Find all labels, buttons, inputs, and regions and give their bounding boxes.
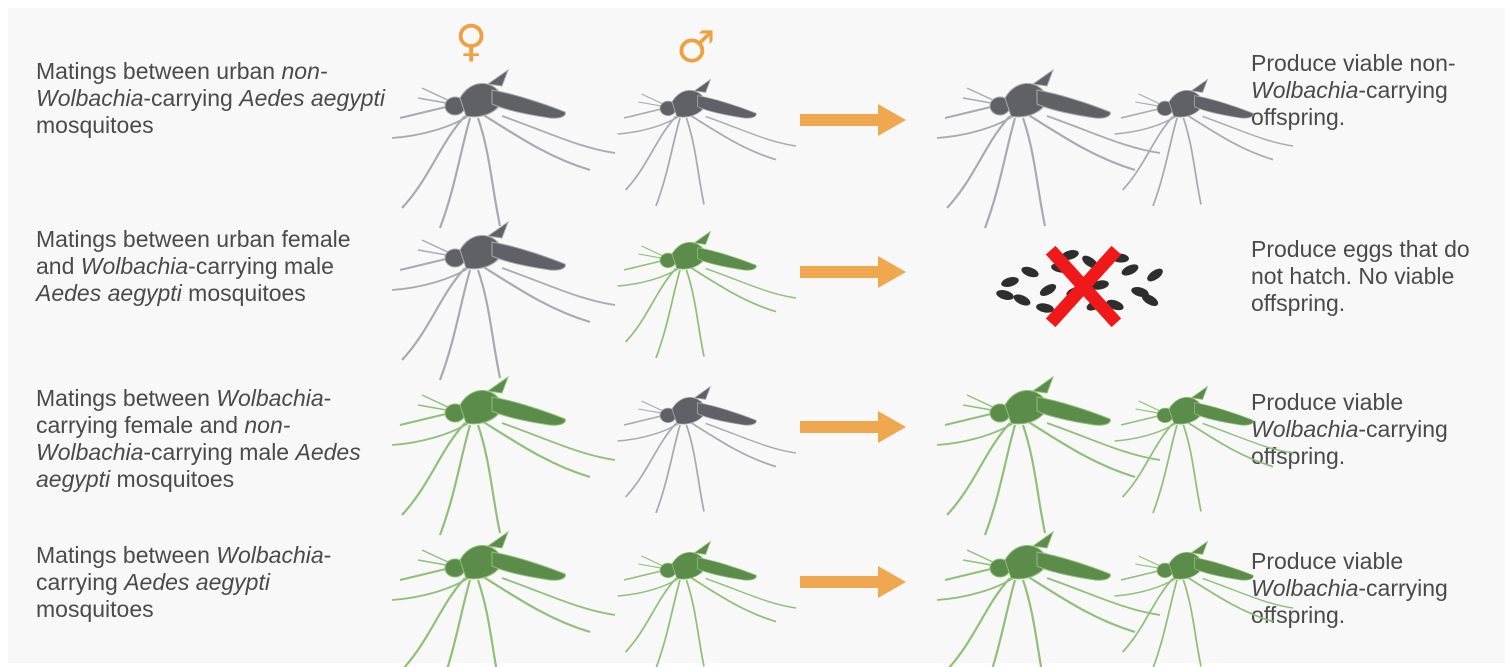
egg-icon xyxy=(1145,266,1165,284)
arrow-right-icon xyxy=(800,256,906,288)
female-mosquito-icon xyxy=(392,70,615,228)
egg-icon xyxy=(1012,292,1032,308)
male-mosquito-icon xyxy=(618,542,796,667)
female-mosquito-icon xyxy=(392,532,615,667)
arrow-right-icon xyxy=(800,566,906,598)
offspring-mosquito-icon xyxy=(1115,387,1293,513)
offspring-mosquito-icon xyxy=(1115,542,1293,667)
arrow-right-icon xyxy=(800,411,906,443)
male-mosquito-icon xyxy=(618,80,796,206)
male-mosquito-icon xyxy=(618,387,796,513)
arrow-right-icon xyxy=(800,104,906,136)
egg-icon xyxy=(1038,282,1058,299)
female-mosquito-icon xyxy=(392,377,615,535)
egg-icon xyxy=(1120,262,1140,278)
offspring-mosquito-icon xyxy=(1115,80,1293,206)
egg-icon xyxy=(1000,275,1020,288)
offspring-mosquito-icon xyxy=(937,377,1160,535)
female-mosquito-icon xyxy=(392,222,615,380)
egg-icon xyxy=(995,288,1015,301)
offspring-mosquito-icon xyxy=(937,70,1160,228)
egg-icon xyxy=(1020,265,1040,280)
male-mosquito-icon xyxy=(618,232,796,358)
